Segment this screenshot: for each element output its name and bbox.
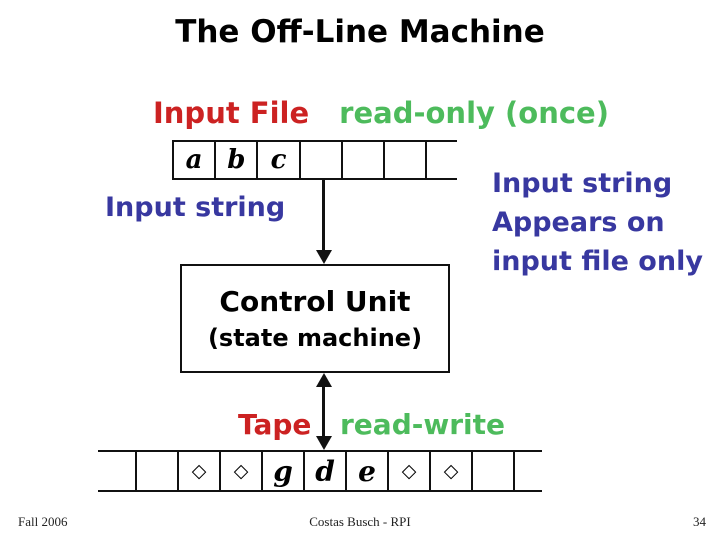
- input-tape-cell: [343, 142, 386, 178]
- control-unit-subtitle: (state machine): [207, 324, 423, 352]
- work-tape-cell: ◇: [431, 452, 473, 490]
- work-tape-cell: ◇: [179, 452, 221, 490]
- input-tape-cell: b: [216, 142, 259, 178]
- input-tape-cell: c: [258, 142, 301, 178]
- footer-semester: Fall 2006: [18, 514, 68, 529]
- work-tape-cell: g: [263, 452, 305, 490]
- work-tape-cell: e: [347, 452, 389, 490]
- work-tape-cell: [137, 452, 179, 490]
- input-arrow-line: [322, 180, 325, 252]
- side-note-line: Input string: [492, 168, 673, 199]
- arrow-down-icon: [315, 436, 332, 450]
- control-unit-title: Control Unit: [219, 285, 411, 318]
- work-tape-cell: [515, 452, 542, 490]
- side-note: Input string Appears on input file only: [492, 164, 703, 281]
- read-write-label: read-write: [340, 408, 506, 441]
- arrow-down-icon: [315, 250, 332, 264]
- input-file-label: Input File: [153, 96, 310, 130]
- input-file-header: Input File read-only (once): [153, 96, 609, 130]
- input-string-label: Input string: [105, 192, 286, 223]
- input-tape-cell: [301, 142, 343, 178]
- side-note-line: Appears on: [492, 207, 665, 238]
- work-tape-cell: ◇: [221, 452, 263, 490]
- tape-label: Tape: [238, 408, 312, 441]
- tape-arrow-line: [322, 385, 325, 439]
- input-file-tape: a b c: [172, 140, 457, 180]
- side-note-line: input file only: [492, 246, 703, 277]
- work-tape-cell: [473, 452, 515, 490]
- arrow-up-icon: [315, 373, 332, 387]
- input-tape-cell: a: [174, 142, 217, 178]
- footer-page-number: 34: [693, 514, 706, 529]
- work-tape-cell: d: [305, 452, 347, 490]
- work-tape-cell: ◇: [389, 452, 431, 490]
- work-tape: ◇ ◇ g d e ◇ ◇: [98, 450, 542, 492]
- footer-author: Costas Busch - RPI: [309, 514, 411, 529]
- control-unit-box: Control Unit (state machine): [180, 264, 450, 373]
- slide-title: The Off-Line Machine: [175, 14, 545, 50]
- read-only-label: read-only (once): [339, 96, 609, 130]
- input-tape-cell: [385, 142, 428, 178]
- input-tape-cell: [427, 142, 457, 178]
- work-tape-cell: [98, 452, 137, 490]
